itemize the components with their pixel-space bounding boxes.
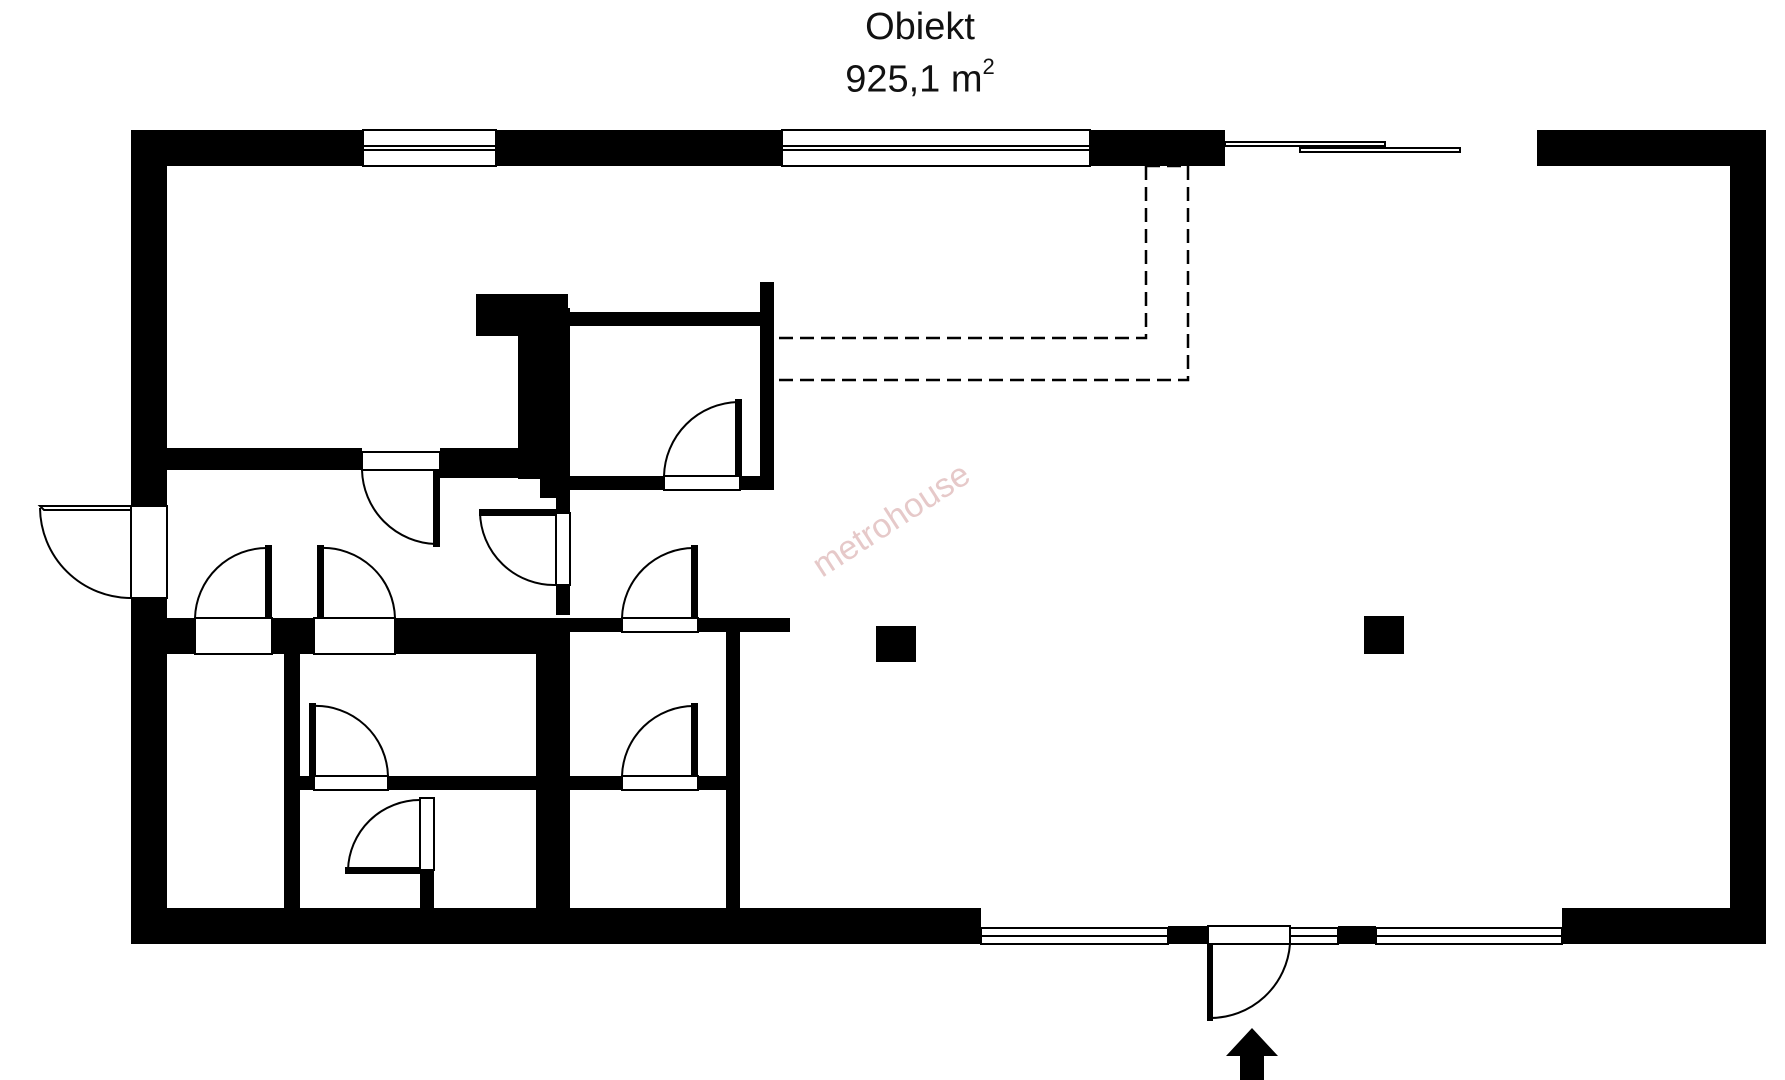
entrance-arrow-icon <box>1226 1028 1278 1080</box>
plan-title: Obiekt <box>865 6 975 48</box>
interior-walls <box>167 282 1404 908</box>
door-exterior-left <box>37 505 168 599</box>
plan-area: 925,1 m2 <box>0 54 1785 102</box>
dashed-duct <box>774 164 1190 382</box>
door-room-3 <box>479 509 571 587</box>
door-room-8 <box>621 703 699 791</box>
watermark-text: metrohouse <box>806 455 977 585</box>
door-room-2 <box>663 399 742 491</box>
sliding-gate <box>1224 141 1461 153</box>
door-room-9 <box>345 797 435 874</box>
windows-top <box>362 129 1091 167</box>
door-room-5 <box>313 545 396 655</box>
door-room-6 <box>621 545 699 633</box>
door-room-7 <box>309 703 389 791</box>
door-entrance <box>1207 925 1291 1021</box>
area-exponent: 2 <box>982 54 995 79</box>
doors <box>37 399 1291 1021</box>
outer-walls <box>131 130 1766 944</box>
area-value: 925,1 m <box>845 58 983 101</box>
door-room-1 <box>361 451 441 547</box>
door-room-4 <box>194 545 273 655</box>
